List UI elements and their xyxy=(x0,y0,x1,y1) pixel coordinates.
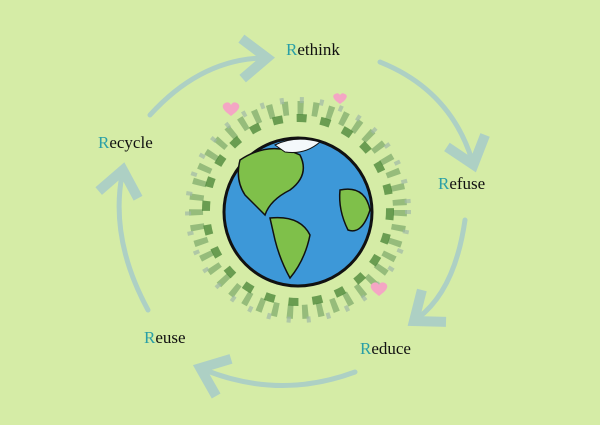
step-reuse: Reuse xyxy=(144,328,186,348)
step-rest: efuse xyxy=(449,174,486,193)
arrow-refuse-to-reduce xyxy=(407,217,468,327)
step-rest: ecycle xyxy=(109,133,153,152)
step-initial: R xyxy=(438,174,450,193)
heart-icon xyxy=(333,93,347,104)
leaf-wreath xyxy=(185,97,411,323)
step-refuse: Refuse xyxy=(438,174,485,194)
step-initial: R xyxy=(98,133,110,152)
arrow-rethink-to-refuse xyxy=(377,59,490,173)
globe xyxy=(222,136,374,288)
step-initial: R xyxy=(286,40,298,59)
arrow-reuse-to-recycle xyxy=(95,162,151,313)
step-initial: R xyxy=(360,339,372,358)
arrow-recycle-to-rethink xyxy=(147,34,275,118)
step-rest: educe xyxy=(371,339,411,358)
step-rest: euse xyxy=(155,328,186,347)
arrow-reduce-to-reuse xyxy=(192,354,358,399)
heart-icon xyxy=(370,282,388,296)
step-rest: ethink xyxy=(297,40,340,59)
heart-icon xyxy=(222,102,240,116)
step-reduce: Reduce xyxy=(360,339,411,359)
step-recycle: Recycle xyxy=(98,133,153,153)
step-initial: R xyxy=(144,328,156,347)
step-rethink: Rethink xyxy=(286,40,340,60)
